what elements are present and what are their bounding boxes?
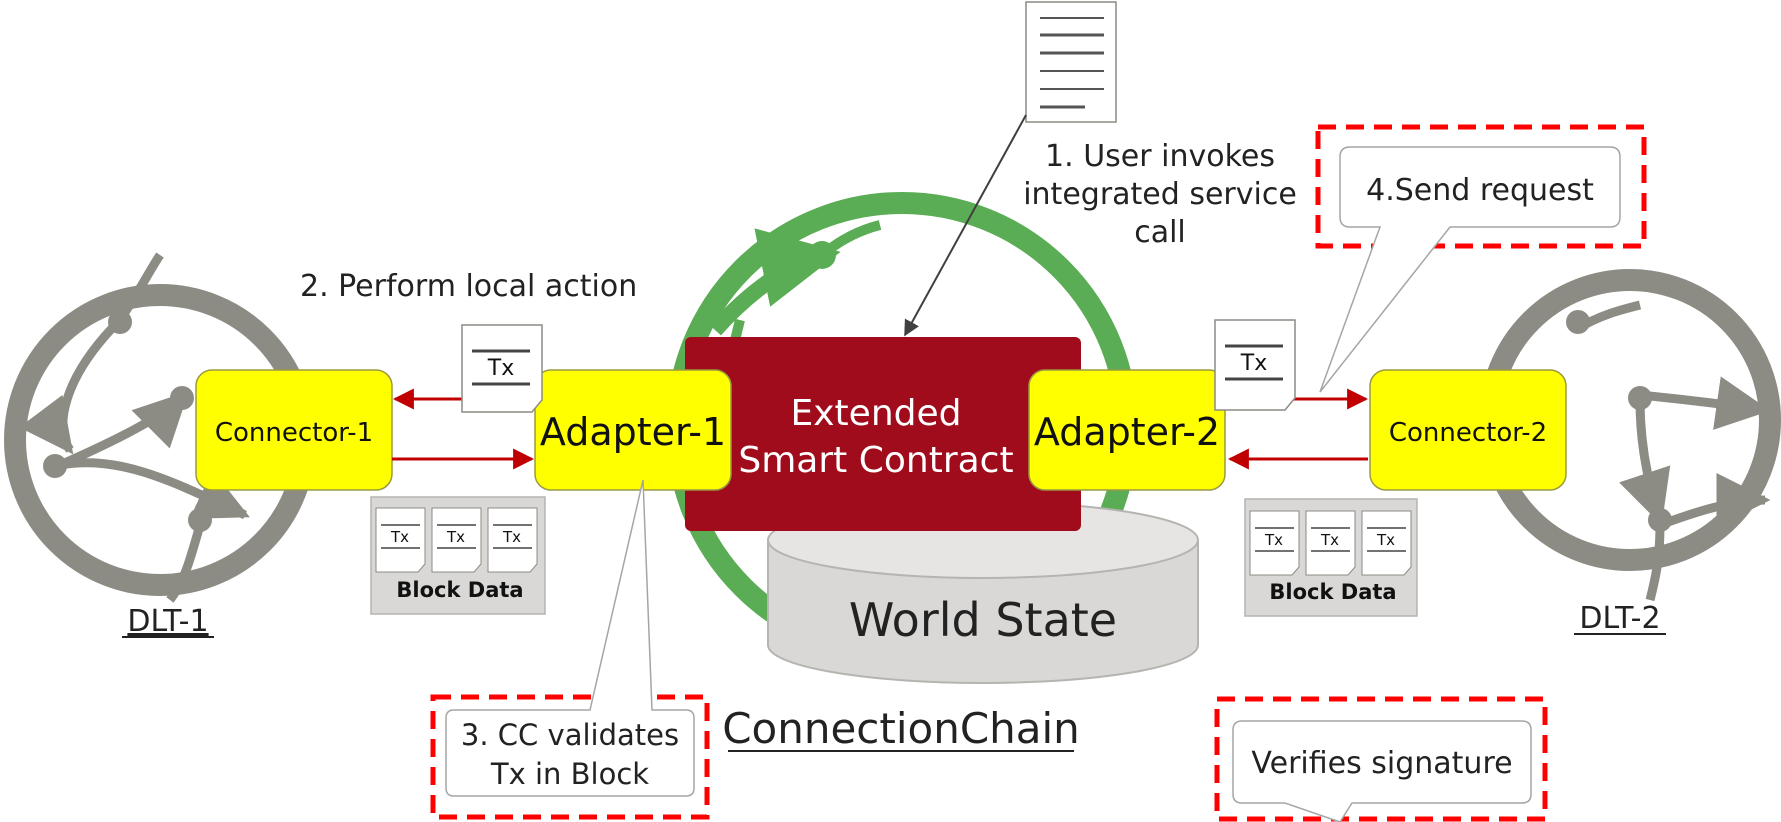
block-tx-right-2: Tx: [1305, 510, 1356, 576]
callout-verifies-signature: Verifies signature: [1214, 696, 1548, 822]
block-tx-right-1: Tx: [1249, 510, 1300, 576]
extended-smart-contract: Extended Smart Contract: [685, 337, 1081, 531]
step1-line2: integrated service: [1023, 177, 1297, 212]
block-tx-left-2-label: Tx: [446, 528, 465, 546]
block-tx-left-1: Tx: [375, 507, 426, 573]
adapter-1-label: Adapter-1: [540, 410, 726, 454]
world-state-label: World State: [849, 593, 1117, 647]
step1-line1: 1. User invokes: [1045, 139, 1275, 174]
verifies-signature-label: Verifies signature: [1251, 746, 1512, 781]
block-tx-right-3-label: Tx: [1376, 531, 1395, 549]
step2-label: 2. Perform local action: [300, 269, 637, 304]
block-tx-left-2: Tx: [431, 507, 482, 573]
tx-right-label: Tx: [1240, 351, 1267, 376]
block-data-right: Tx Tx Tx Block Data: [1244, 498, 1418, 617]
block-tx-right-2-label: Tx: [1320, 531, 1339, 549]
tx-document-right: Tx: [1214, 319, 1296, 411]
block-tx-right-1-label: Tx: [1264, 531, 1283, 549]
connector-2: Connector-2: [1369, 369, 1567, 491]
dlt-1-label: DLT-1: [127, 604, 208, 639]
adapter-2-label: Adapter-2: [1034, 410, 1220, 454]
step3-line1: 3. CC validates: [461, 718, 679, 752]
user-invoke-arrow: [904, 114, 1027, 337]
connector-1-label: Connector-1: [215, 418, 373, 448]
adapter-2: Adapter-2: [1028, 369, 1226, 491]
tx-left-label: Tx: [487, 356, 514, 381]
smart-contract-label-line1: Extended: [791, 393, 962, 434]
block-tx-left-1-label: Tx: [390, 528, 409, 546]
block-data-right-label: Block Data: [1269, 580, 1396, 604]
connector-1: Connector-1: [195, 369, 393, 491]
connection-chain-label: ConnectionChain: [722, 704, 1080, 753]
block-tx-right-3: Tx: [1361, 510, 1412, 576]
tx-document-left: Tx: [461, 324, 543, 413]
callout-send-request: 4.Send request: [1315, 124, 1647, 393]
connector-2-label: Connector-2: [1389, 418, 1547, 448]
smart-contract-label-line2: Smart Contract: [738, 440, 1013, 481]
right-arrows: [1227, 388, 1369, 470]
user-request-document: [1025, 1, 1117, 123]
step4-label: 4.Send request: [1366, 173, 1594, 208]
dlt-2-label: DLT-2: [1579, 601, 1660, 636]
step1-line3: call: [1134, 215, 1186, 250]
block-tx-left-3: Tx: [487, 507, 538, 573]
block-tx-left-3-label: Tx: [502, 528, 521, 546]
block-data-left-label: Block Data: [396, 578, 523, 602]
callout-cc-validates: 3. CC validates Tx in Block: [430, 479, 710, 820]
left-arrows: [392, 388, 535, 470]
adapter-1: Adapter-1: [534, 369, 732, 491]
block-data-left: Tx Tx Tx Block Data: [370, 496, 546, 615]
step3-line2: Tx in Block: [490, 757, 649, 791]
